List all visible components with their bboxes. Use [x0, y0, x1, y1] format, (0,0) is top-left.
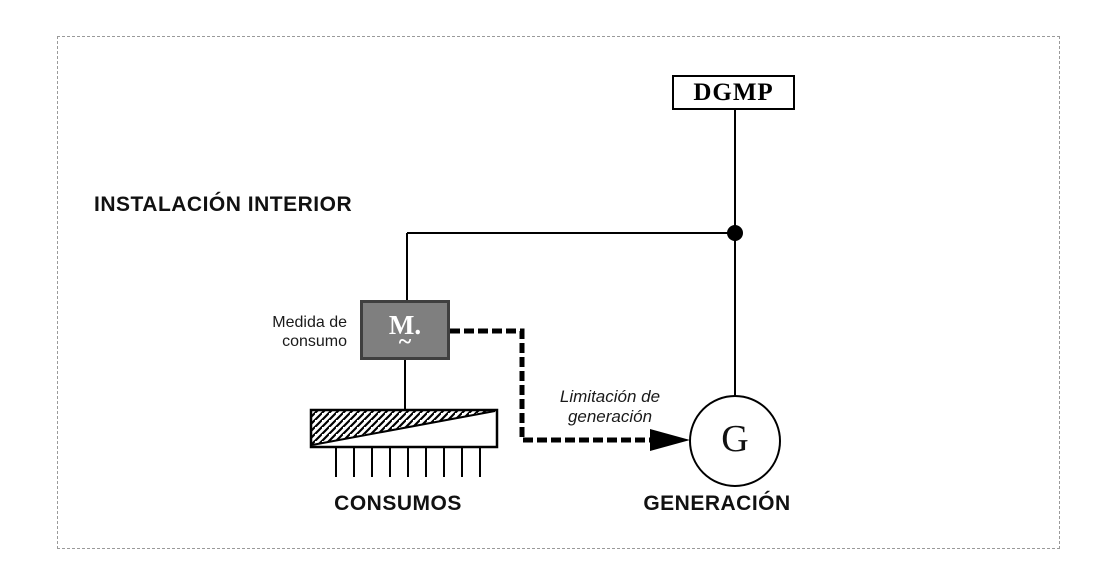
installation-boundary-frame [57, 36, 1060, 549]
generator-caption: GENERACIÓN [643, 492, 791, 515]
junction-dot [727, 225, 743, 241]
meter-label: M. [388, 310, 422, 340]
generator-label: G [721, 418, 749, 460]
limit-signal-dashed-wire [450, 328, 652, 443]
dgmp-box: DGMP [672, 75, 795, 110]
limit-signal-arrowhead-icon [650, 429, 690, 451]
busbar-diagonal [311, 410, 496, 446]
meter-box: M. ~ [360, 300, 450, 360]
consumption-caption: CONSUMOS [334, 492, 462, 515]
generator-circle [689, 395, 781, 487]
consumption-feeder-ticks [335, 448, 481, 477]
meter-ac-symbol: ~ [398, 329, 412, 355]
installation-title: INSTALACIÓN INTERIOR [94, 193, 353, 216]
dgmp-label: DGMP [693, 78, 774, 106]
limit-signal-caption: Limitación de generación [559, 387, 661, 426]
meter-caption: Medida de consumo [272, 314, 347, 350]
